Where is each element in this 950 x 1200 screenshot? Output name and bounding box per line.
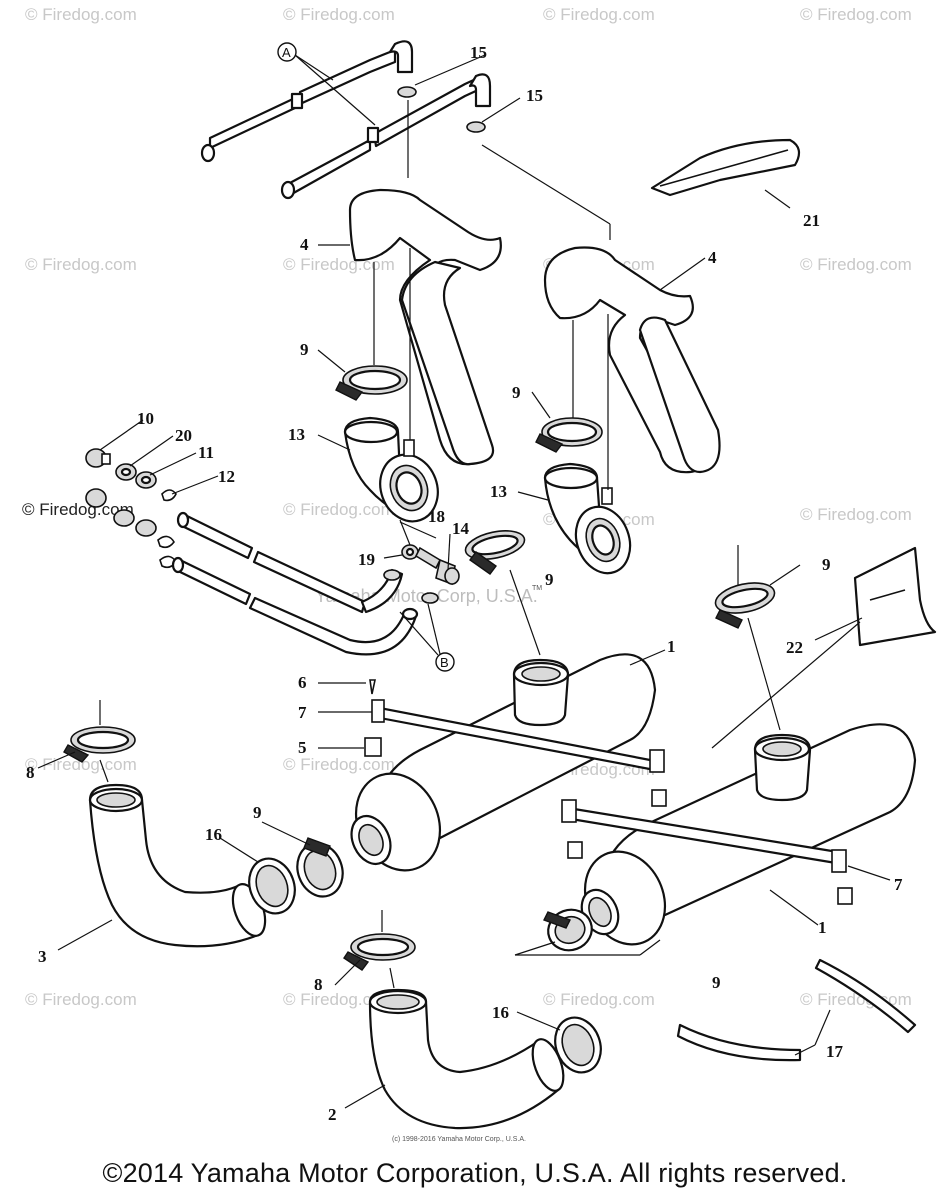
watermark: © Firedog.com (283, 500, 395, 519)
callout-9: 9 (253, 803, 262, 822)
watermark: © Firedog.com (283, 255, 395, 274)
callout-1: 1 (818, 918, 827, 937)
small-fittings (399, 521, 460, 586)
callout-15: 15 (526, 86, 543, 105)
watermark: © Firedog.com (800, 505, 912, 524)
watermark: © Firedog.com (283, 755, 395, 774)
clips (364, 679, 853, 905)
water-hose-right (543, 246, 721, 474)
heat-shield-sheet (853, 546, 937, 647)
watermark: © Firedog.com (800, 255, 912, 274)
callout-16: 16 (492, 1003, 509, 1022)
callout-10: 10 (137, 409, 154, 428)
callout-13: 13 (288, 425, 305, 444)
watermark: © Firedog.com (283, 5, 395, 24)
muffler-lower (580, 723, 917, 946)
callout-15: 15 (470, 43, 487, 62)
callout-4: 4 (300, 235, 309, 254)
clamp-right (714, 545, 781, 731)
top-hose-assembly: A (200, 40, 801, 200)
watermark: © Firedog.com (543, 5, 655, 24)
callout-numbers: 1 1 2 3 4 4 5 6 7 7 8 8 9 9 9 9 9 9 10 1… (26, 43, 903, 1124)
water-hose-left (348, 188, 502, 466)
watermark: © Firedog.com (25, 5, 137, 24)
callout-17: 17 (826, 1042, 844, 1061)
fine-print: (c) 1998-2016 Yamaha Motor Corp., U.S.A. (392, 1136, 526, 1143)
exhaust-pipe-lower (343, 910, 565, 1130)
clamp-mid (464, 530, 541, 656)
watermark: © Firedog.com (25, 755, 137, 774)
callout-2: 2 (328, 1105, 337, 1124)
callout-4: 4 (708, 248, 717, 267)
callout-6: 6 (298, 673, 307, 692)
rubber-strips (676, 958, 917, 1062)
watermark-dark: © Firedog.com (22, 500, 134, 519)
callout-11: 11 (198, 443, 214, 462)
callout-9: 9 (822, 555, 831, 574)
watermark: © Firedog.com (543, 990, 655, 1009)
joint-rings (248, 837, 661, 1074)
watermark: © Firedog.com (25, 255, 137, 274)
strap-lower (561, 799, 847, 873)
callout-22: 22 (786, 638, 803, 657)
callout-7: 7 (894, 875, 903, 894)
fitting-set (85, 448, 177, 569)
callout-7: 7 (298, 703, 307, 722)
footer-copyright: ©2014 Yamaha Motor Corporation, U.S.A. A… (102, 1158, 848, 1188)
ref-letter-b: B (440, 655, 449, 670)
callout-19: 19 (358, 550, 375, 569)
callout-12: 12 (218, 467, 235, 486)
strap-upper (371, 699, 665, 773)
callout-20: 20 (175, 426, 192, 445)
elbow-right (535, 417, 632, 575)
callout-5: 5 (298, 738, 307, 757)
callout-16: 16 (205, 825, 222, 844)
callout-9: 9 (712, 973, 721, 992)
callout-3: 3 (38, 947, 47, 966)
lower-hose-set: B (171, 511, 455, 672)
callout-9: 9 (512, 383, 521, 402)
watermark: © Firedog.com (25, 990, 137, 1009)
leader-lines (37, 54, 891, 1109)
callout-8: 8 (314, 975, 323, 994)
callout-18: 18 (428, 507, 445, 526)
callout-14: 14 (452, 519, 470, 538)
callout-13: 13 (490, 482, 507, 501)
muffler-upper (350, 653, 657, 872)
callout-9: 9 (545, 570, 554, 589)
callout-21: 21 (803, 211, 820, 230)
callout-9: 9 (300, 340, 309, 359)
exhaust-pipe-upper (63, 700, 267, 948)
callout-8: 8 (26, 763, 35, 782)
elbow-left (335, 365, 439, 523)
watermark-tm: TM (532, 585, 542, 592)
ref-letter-a: A (282, 45, 291, 60)
watermark: © Firedog.com (800, 5, 912, 24)
watermark: © Firedog.com (283, 990, 395, 1009)
callout-1: 1 (667, 637, 676, 656)
